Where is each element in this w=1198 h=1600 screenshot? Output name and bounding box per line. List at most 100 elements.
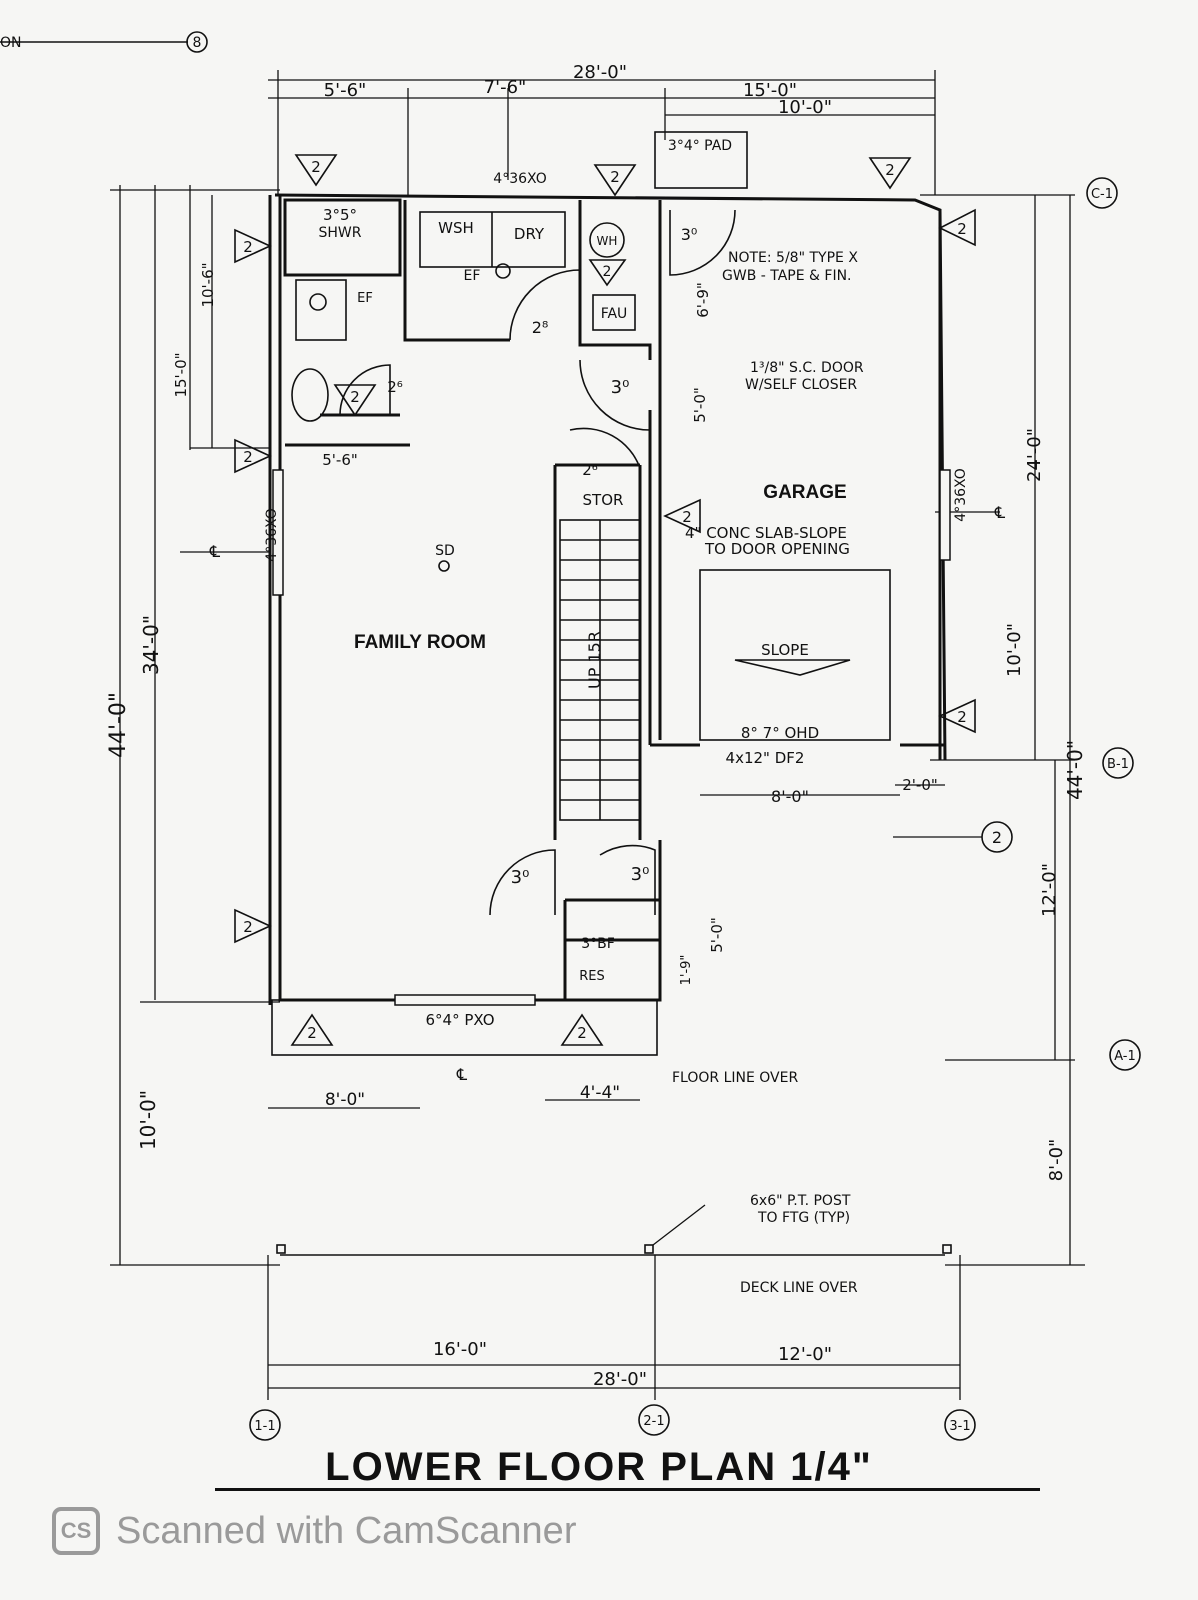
smoke-detector-symbol	[438, 560, 450, 572]
svg-text:2: 2	[610, 168, 620, 186]
shower-label: SHWR	[319, 225, 362, 241]
svg-text:2: 2	[957, 220, 967, 238]
drawing-title: LOWER FLOOR PLAN 1/4"	[325, 1445, 873, 1489]
camscanner-text: Scanned with CamScanner	[116, 1509, 577, 1552]
dim-bottom-28-0: 28'-0"	[593, 1369, 647, 1390]
shower-size: 3°5°	[323, 206, 357, 224]
window-bottom-label: 6°4° PXO	[425, 1011, 494, 1029]
exterior-walls	[268, 193, 951, 1056]
door-3-bf: 3°BF	[581, 936, 615, 952]
left-dimensions: 10'-6" 15'-0" 34'-0" 44'-0" 10'-0"	[106, 185, 280, 1266]
window-right-label: 4°36XO	[953, 468, 969, 521]
dryer-label: DRY	[514, 225, 545, 243]
ef-label-laundry: EF	[464, 268, 481, 284]
dim-right-44-0: 44'-0"	[1063, 740, 1087, 800]
note-line2: GWB - TAPE & FIN.	[722, 268, 852, 284]
door-3-0-lower: 3⁰	[511, 867, 530, 888]
dim-1-9: 1'-9"	[679, 955, 694, 986]
section-marker-number: 8	[193, 35, 202, 51]
door-note-line2: W/SELF CLOSER	[745, 377, 857, 393]
svg-text:2: 2	[885, 161, 895, 179]
door-2-8: 2⁸	[532, 318, 549, 337]
toilet-symbol	[309, 293, 327, 311]
svg-text:2: 2	[243, 238, 253, 256]
grid-c1: C-1	[1091, 187, 1113, 202]
post-note-line2: TO FTG (TYP)	[757, 1210, 850, 1226]
dim-left-15-0: 15'-0"	[172, 352, 190, 397]
wall-type-tags: 2 2 2 2 2 2 2 2 2 2 2 2 2	[234, 154, 976, 1046]
door-3-0-hall: 3⁰	[611, 377, 630, 398]
section-tag-text: ON	[0, 35, 22, 51]
ef-label-bath: EF	[357, 291, 373, 306]
dim-right-8-0: 8'-0"	[1046, 1139, 1067, 1182]
door-3-0-lower-b: 3⁰	[631, 864, 650, 885]
dim-4-4: 4'-4"	[580, 1083, 620, 1103]
svg-text:2: 2	[311, 158, 321, 176]
grid-3-1: 3-1	[949, 1419, 970, 1434]
door-swings	[339, 209, 736, 916]
ohd-label: 8° 7° OHD	[741, 724, 819, 742]
slab-note-line1: 4" CONC SLAB-SLOPE	[685, 524, 847, 542]
dim-7-6: 7'-6"	[484, 77, 527, 98]
garage-features	[267, 569, 961, 1400]
floor-line-note: FLOOR LINE OVER	[672, 1070, 798, 1086]
slope-label: SLOPE	[761, 641, 809, 659]
plan-labels: 4°36XO 3°5° SHWR WSH DRY WH FAU EF EF 2⁸…	[209, 171, 1006, 1390]
dim-left-10-0: 10'-0"	[136, 1090, 160, 1150]
door-3-0-garage: 3⁰	[681, 225, 698, 244]
res-label: RES	[579, 969, 605, 984]
svg-text:2: 2	[307, 1024, 317, 1042]
dim-5-0: 5'-0"	[691, 387, 709, 423]
svg-text:2: 2	[957, 708, 967, 726]
garage-label: GARAGE	[763, 482, 846, 503]
door-2-6-stor: 2⁶	[582, 461, 598, 479]
dim-garage-door: 8'-0"	[771, 787, 809, 806]
dim-left-44-0: 44'-0"	[106, 692, 131, 758]
camscanner-logo: CS	[52, 1507, 100, 1555]
window-top-label: 4°36XO	[493, 171, 546, 187]
storage-label: STOR	[583, 491, 624, 509]
centerline-symbol-left: ℄	[209, 542, 221, 561]
dim-15-0: 15'-0"	[743, 80, 797, 101]
grid-1-1: 1-1	[254, 1419, 275, 1434]
centerline-symbol-right: ℄	[994, 503, 1006, 522]
svg-text:2: 2	[577, 1024, 587, 1042]
section-marker-circle	[186, 31, 208, 53]
svg-text:2: 2	[682, 508, 692, 526]
family-room-label: FAMILY ROOM	[354, 632, 486, 653]
dim-6-9: 6'-9"	[694, 282, 712, 318]
centerline-symbol-bottom: ℄	[456, 1065, 468, 1084]
stair-run	[559, 519, 641, 821]
detail-marker-2: 2	[992, 828, 1002, 847]
door-note-line1: 1³/8" S.C. DOOR	[750, 360, 864, 376]
dim-5-0-lower: 5'-0"	[708, 917, 726, 953]
wh-label: WH	[597, 234, 618, 248]
post-note-line1: 6x6" P.T. POST	[750, 1193, 851, 1209]
washer-label: WSH	[438, 219, 474, 237]
pad-label: 3°4° PAD	[668, 138, 732, 154]
dim-right-24-0: 24'-0"	[1024, 428, 1045, 482]
door-2-6-bath: 2⁶	[387, 378, 403, 396]
fau-label: FAU	[601, 306, 628, 322]
grid-markers: C-1 B-1 A-1 1-1 2-1 3-1 2	[249, 177, 1141, 1441]
dim-right-12-0: 12'-0"	[1039, 863, 1060, 917]
dim-right-10-0: 10'-0"	[1004, 623, 1025, 677]
window-left-label: 4°36XO	[264, 508, 280, 561]
dim-bath-width: 5'-6"	[322, 451, 358, 469]
dim-left-34-0: 34'-0"	[139, 615, 163, 675]
deck-line-note: DECK LINE OVER	[740, 1280, 858, 1296]
grid-b1: B-1	[1107, 757, 1129, 772]
dim-10-0-top: 10'-0"	[778, 97, 832, 118]
grid-2-1: 2-1	[643, 1414, 664, 1429]
dim-8-0-lower: 8'-0"	[325, 1090, 365, 1110]
top-dimensions: 28'-0" 5'-6" 7'-6" 15'-0" 10'-0" 3°4° PA…	[268, 62, 936, 195]
svg-text:2: 2	[243, 448, 253, 466]
dim-left-10-6: 10'-6"	[199, 262, 217, 307]
svg-text:2: 2	[243, 918, 253, 936]
dim-bottom-12-0: 12'-0"	[778, 1344, 832, 1365]
dim-overall-top: 28'-0"	[573, 62, 627, 83]
water-heater-symbol	[589, 222, 625, 258]
grid-a1: A-1	[1114, 1049, 1136, 1064]
scanner-watermark: CS Scanned with CamScanner	[52, 1505, 576, 1557]
